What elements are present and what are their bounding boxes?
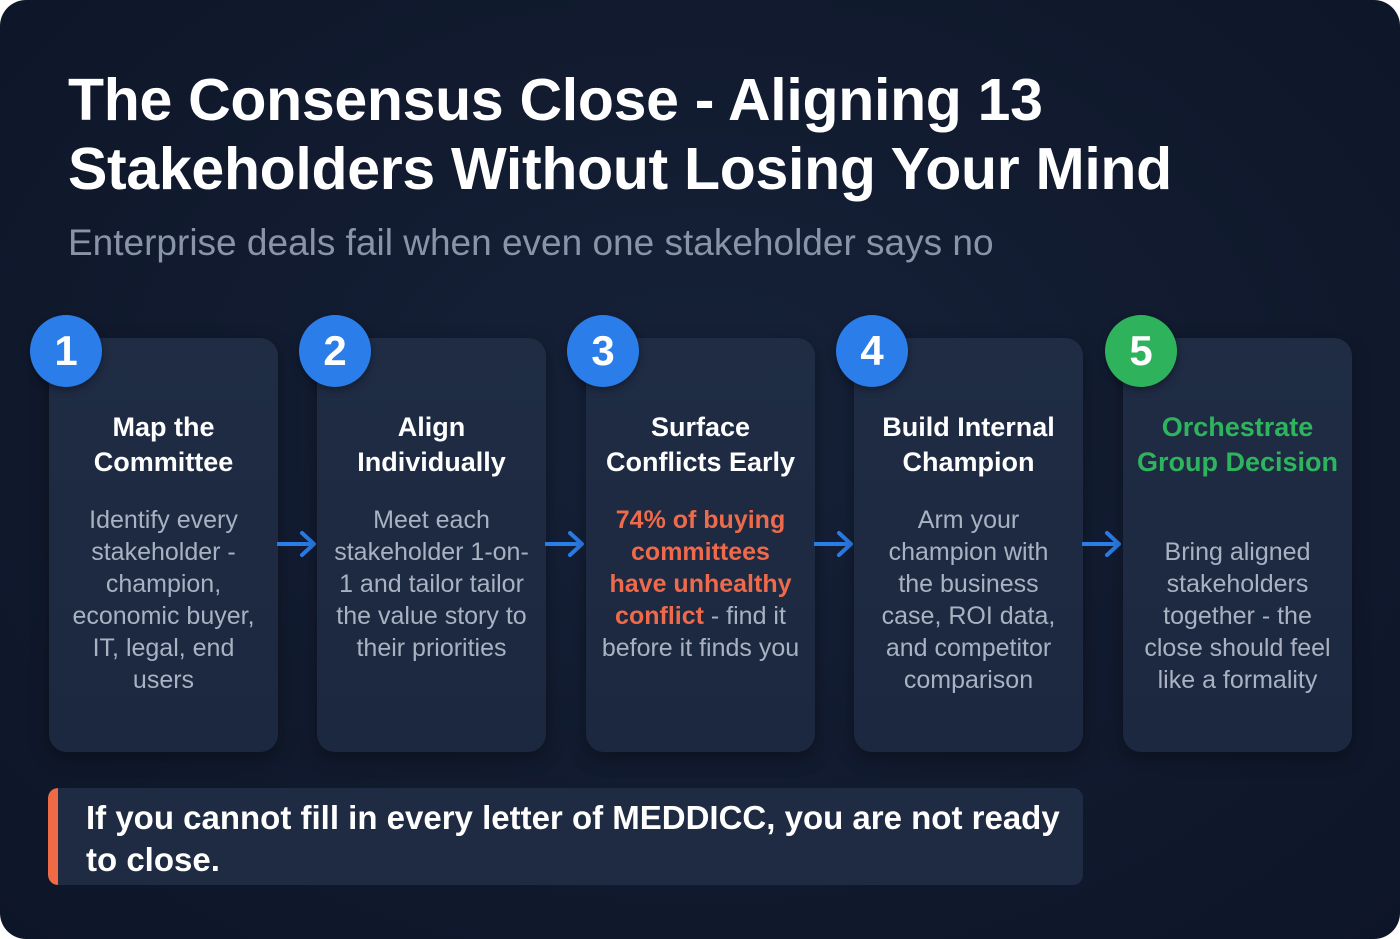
arrow-right-icon <box>545 531 584 557</box>
page-subtitle: Enterprise deals fail when even one stak… <box>68 222 994 263</box>
step-3-description-rest: - find it before it finds you <box>601 602 800 662</box>
step-5-title: Orchestrate Group Decision <box>1136 412 1339 477</box>
step-5-description: Bring aligned stakeholders together - th… <box>1144 538 1331 694</box>
step-4-description: Arm your champion with the business case… <box>881 506 1056 694</box>
arrow-right-icon <box>1082 531 1121 557</box>
step-4-title: Build Internal Champion <box>882 412 1055 477</box>
step-card-orchestrate-group-decision: Orchestrate Group Decision Bring aligned… <box>1123 338 1352 752</box>
step-2-description: Meet each stakeholder 1-on-1 and tailor … <box>334 506 529 662</box>
step-2-title: Align Individually <box>357 412 506 477</box>
callout-text: If you cannot fill in every letter of ME… <box>86 799 1060 878</box>
step-card-build-internal-champion: Build Internal Champion Arm your champio… <box>854 338 1083 752</box>
step-3-number-badge: 3 <box>567 315 639 387</box>
step-1-number-badge: 1 <box>30 315 102 387</box>
callout-accent-bar <box>48 788 58 885</box>
arrow-right-icon <box>277 531 316 557</box>
step-3-statistic-highlight: 74% of buying committees have unhealthy … <box>609 506 792 630</box>
page-title: The Consensus Close - Aligning 13 Stakeh… <box>68 67 1172 202</box>
step-3-title: Surface Conflicts Early <box>605 412 796 477</box>
step-card-map-the-committee: Map the Committee Identify every stakeho… <box>49 338 278 752</box>
meddicc-callout: If you cannot fill in every letter of ME… <box>48 788 1083 885</box>
arrow-right-icon <box>814 531 853 557</box>
step-3-description: 74% of buying committees have unhealthy … <box>600 504 801 664</box>
process-steps: 1 Map the Committee Identify every stake… <box>30 315 1352 752</box>
step-1-title: Map the Committee <box>93 412 234 477</box>
step-5-number-badge: 5 <box>1105 315 1177 387</box>
step-card-align-individually: Align Individually Meet each stakeholder… <box>317 338 546 752</box>
step-2-number-badge: 2 <box>299 315 371 387</box>
step-1-description: Identify every stakeholder - champion, e… <box>72 506 255 694</box>
step-4-number-badge: 4 <box>836 315 908 387</box>
step-card-surface-conflicts-early: Surface Conflicts Early 74% of buying co… <box>586 338 815 752</box>
